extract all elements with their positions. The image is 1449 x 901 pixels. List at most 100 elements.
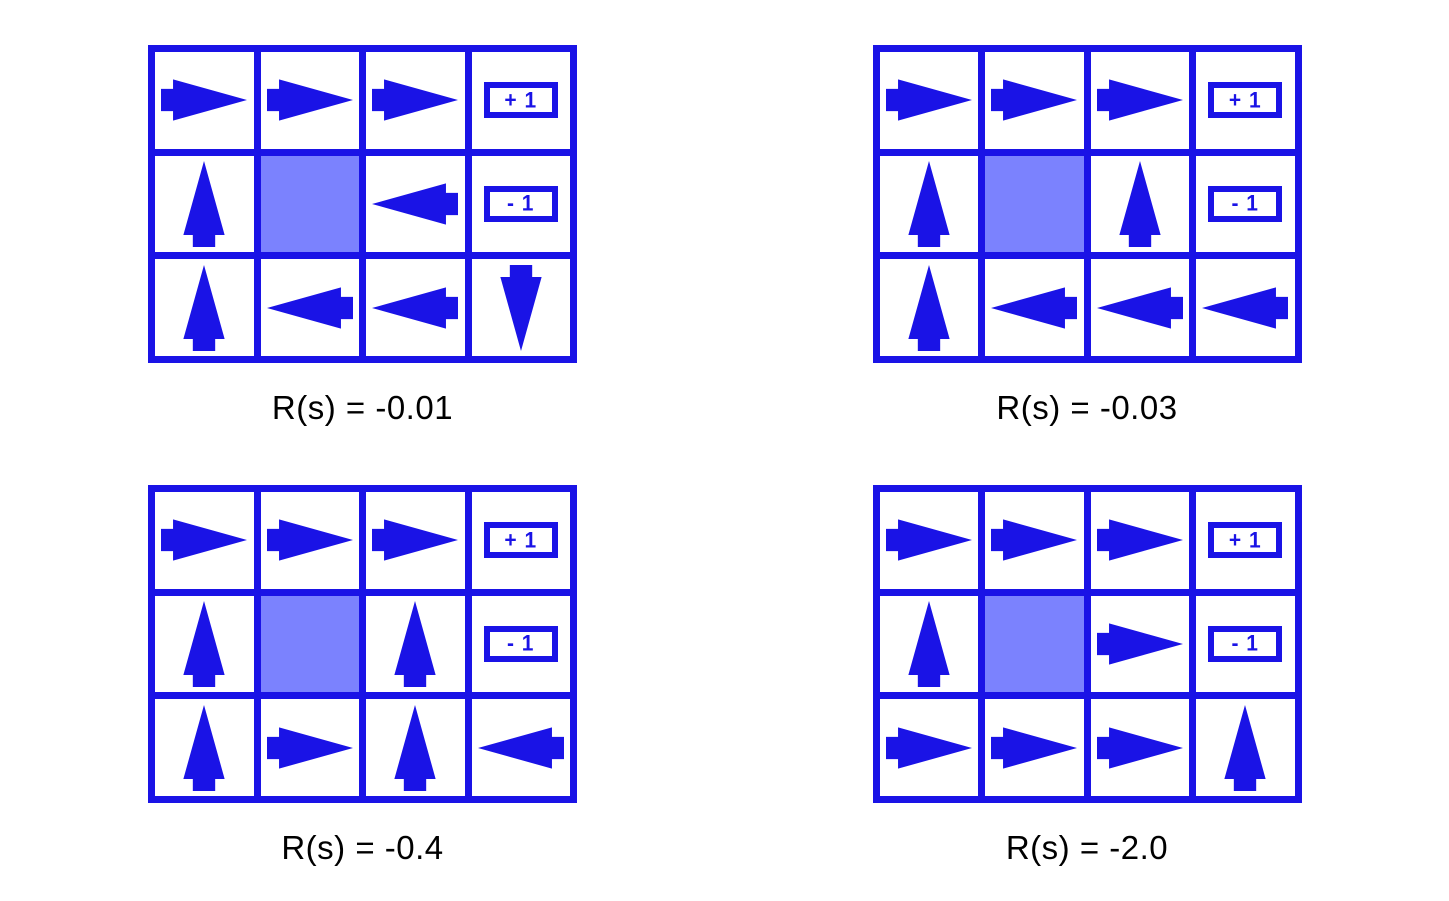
- arrow-right-icon: [1096, 514, 1183, 566]
- policy-cell[interactable]: [260, 492, 359, 589]
- policy-cell[interactable]: [471, 259, 570, 356]
- policy-cell[interactable]: [155, 259, 254, 356]
- terminal-positive-box: + 1: [1208, 82, 1283, 119]
- policy-cell[interactable]: [985, 699, 1084, 796]
- policy-cell[interactable]: [1196, 259, 1295, 356]
- gridworld: + 1 - 1: [872, 485, 1302, 803]
- policy-cell[interactable]: [155, 595, 254, 693]
- policy-cell[interactable]: [260, 699, 359, 796]
- arrow-left-icon: [372, 178, 459, 230]
- arrow-right-icon: [991, 74, 1078, 126]
- terminal-negative-box: - 1: [1208, 625, 1283, 662]
- policy-cell[interactable]: [985, 492, 1084, 589]
- gridworld-wrapper: + 1 - 1: [872, 485, 1302, 803]
- arrow-up-icon: [372, 600, 458, 687]
- gridworld: + 1 - 1: [148, 45, 577, 363]
- gridworld-wrapper: + 1 - 1: [148, 45, 577, 363]
- policy-cell[interactable]: [366, 492, 465, 589]
- arrow-up-icon: [372, 704, 458, 791]
- terminal-positive-box: + 1: [483, 522, 558, 559]
- policy-cell[interactable]: [155, 699, 254, 796]
- gridworld: + 1 - 1: [872, 45, 1302, 363]
- terminal-cell[interactable]: + 1: [1196, 52, 1295, 149]
- arrow-right-icon: [885, 514, 972, 566]
- policy-cell[interactable]: [366, 699, 465, 796]
- arrow-right-icon: [266, 74, 353, 126]
- terminal-cell[interactable]: + 1: [471, 492, 570, 589]
- gridworld: + 1 - 1: [148, 485, 577, 803]
- terminal-cell[interactable]: - 1: [471, 155, 570, 253]
- arrow-right-icon: [266, 722, 353, 774]
- policy-cell[interactable]: [985, 52, 1084, 149]
- policy-cell[interactable]: [1090, 155, 1189, 253]
- policy-cell[interactable]: [155, 52, 254, 149]
- policy-cell[interactable]: [1090, 492, 1189, 589]
- panel-caption: R(s) = -0.01: [271, 389, 454, 426]
- policy-cell[interactable]: [879, 699, 978, 796]
- policy-cell[interactable]: [1090, 595, 1189, 693]
- arrow-left-icon: [372, 282, 459, 334]
- policy-cell[interactable]: [1090, 699, 1189, 796]
- arrow-right-icon: [885, 74, 972, 126]
- arrow-right-icon: [991, 722, 1078, 774]
- policy-cell[interactable]: [155, 492, 254, 589]
- arrow-left-icon: [1096, 282, 1183, 334]
- policy-cell[interactable]: [879, 259, 978, 356]
- arrow-right-icon: [161, 514, 248, 566]
- policy-cell[interactable]: [471, 699, 570, 796]
- terminal-negative-box: - 1: [483, 185, 558, 222]
- policy-cell[interactable]: [366, 259, 465, 356]
- policy-cell[interactable]: [879, 155, 978, 253]
- terminal-positive-box: + 1: [1208, 522, 1283, 559]
- terminal-cell[interactable]: - 1: [471, 595, 570, 693]
- arrow-up-icon: [161, 704, 247, 791]
- terminal-reward-label: + 1: [504, 88, 538, 113]
- gridworld-wrapper: + 1 - 1: [872, 45, 1302, 363]
- policy-cell[interactable]: [366, 595, 465, 693]
- gridworld-wrapper: + 1 - 1: [148, 485, 577, 803]
- terminal-cell[interactable]: + 1: [471, 52, 570, 149]
- terminal-reward-label: + 1: [1228, 528, 1262, 553]
- arrow-left-icon: [991, 282, 1078, 334]
- policy-cell[interactable]: [985, 259, 1084, 356]
- policy-cell[interactable]: [879, 52, 978, 149]
- arrow-up-icon: [161, 600, 247, 687]
- terminal-positive-box: + 1: [483, 82, 558, 119]
- wall-cell[interactable]: [985, 155, 1084, 253]
- policy-cell[interactable]: [366, 52, 465, 149]
- arrow-right-icon: [372, 74, 459, 126]
- wall-cell[interactable]: [260, 155, 359, 253]
- arrow-right-icon: [1096, 74, 1183, 126]
- arrow-up-icon: [161, 160, 247, 247]
- policy-cell[interactable]: [1090, 259, 1189, 356]
- policy-cell[interactable]: [155, 155, 254, 253]
- arrow-right-icon: [161, 74, 248, 126]
- terminal-negative-box: - 1: [1208, 185, 1283, 222]
- panel-caption: R(s) = -0.03: [996, 389, 1178, 426]
- policy-cell[interactable]: [260, 52, 359, 149]
- arrow-up-icon: [886, 600, 972, 687]
- terminal-reward-label: - 1: [1231, 631, 1259, 657]
- policy-cell[interactable]: [1196, 699, 1295, 796]
- terminal-cell[interactable]: - 1: [1196, 595, 1295, 693]
- wall-cell[interactable]: [260, 595, 359, 693]
- terminal-cell[interactable]: + 1: [1196, 492, 1295, 589]
- policy-cell[interactable]: [260, 259, 359, 356]
- policy-cell[interactable]: [366, 155, 465, 253]
- arrow-right-icon: [885, 722, 972, 774]
- wall-cell[interactable]: [985, 595, 1084, 693]
- policy-cell[interactable]: [1090, 52, 1189, 149]
- terminal-cell[interactable]: - 1: [1196, 155, 1295, 253]
- arrow-up-icon: [1097, 160, 1183, 247]
- policy-cell[interactable]: [879, 595, 978, 693]
- arrow-left-icon: [1202, 282, 1289, 334]
- policy-cell[interactable]: [879, 492, 978, 589]
- arrow-right-icon: [991, 514, 1078, 566]
- terminal-reward-label: - 1: [1231, 191, 1259, 217]
- arrow-right-icon: [266, 514, 353, 566]
- panel-caption: R(s) = -2.0: [1005, 829, 1169, 866]
- arrow-right-icon: [1096, 722, 1183, 774]
- terminal-reward-label: + 1: [1228, 88, 1262, 113]
- arrow-up-icon: [886, 264, 972, 351]
